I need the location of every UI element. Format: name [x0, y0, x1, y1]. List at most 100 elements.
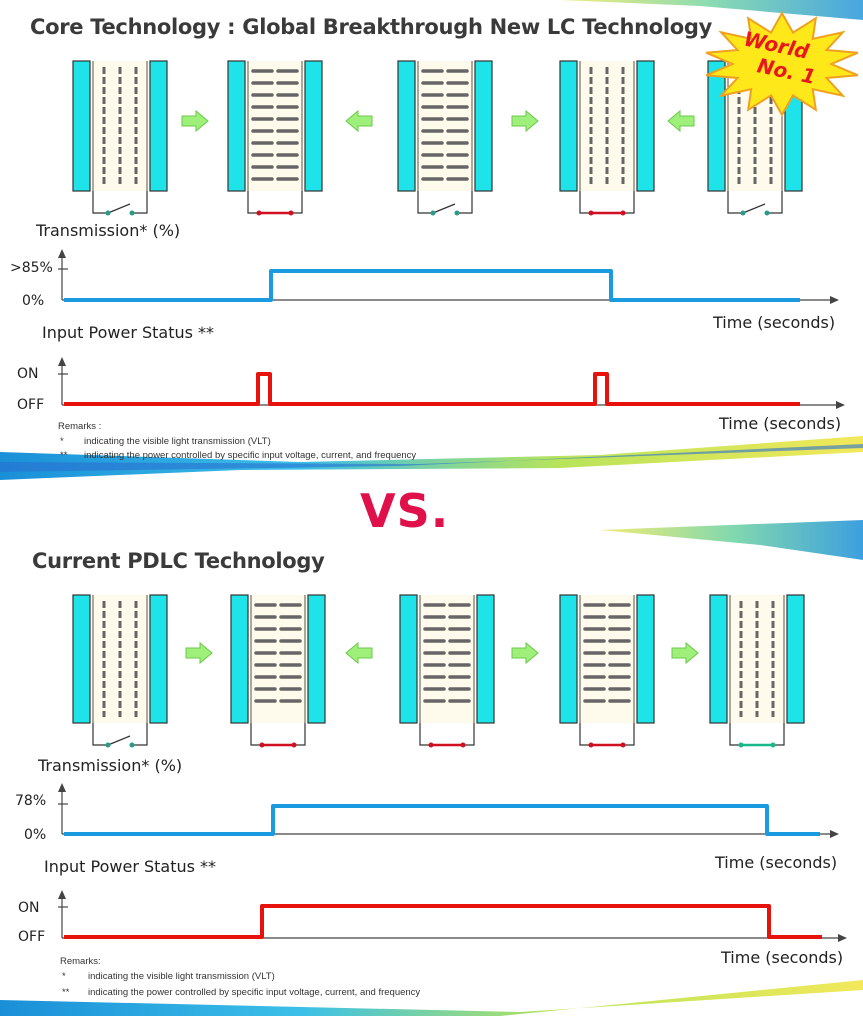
glass-left [559, 60, 578, 192]
switch-contact [291, 742, 297, 748]
decor-band-top-right [560, 0, 863, 20]
bottom-power-x-label: Time (seconds) [721, 948, 844, 967]
circuit-wire [250, 723, 306, 746]
arrow-shape [511, 641, 539, 665]
decor-band-middle [0, 436, 863, 480]
glass-left [399, 594, 418, 724]
switch-contact [620, 742, 626, 748]
timing-plots [58, 249, 847, 942]
top-power-x-label: Time (seconds) [719, 414, 842, 433]
circuit-wire [579, 723, 635, 746]
circuit [729, 723, 785, 748]
bottom-remark1-text: indicating the visible light transmissio… [88, 971, 275, 982]
switch-contact [105, 742, 111, 748]
switch-gap [106, 210, 134, 216]
top-remark2-text: indicating the power controlled by speci… [84, 450, 417, 461]
circuit-wire [579, 191, 635, 214]
bottom-remark2-text: indicating the power controlled by speci… [88, 987, 421, 998]
switch-contact [454, 210, 460, 216]
top-transmission-trace [64, 269, 800, 302]
glass-right [149, 594, 168, 724]
top-transmission-label: Transmission* (%) [36, 221, 181, 240]
switch-contact [460, 742, 466, 748]
circuit-wire [417, 191, 473, 214]
lc-cell [230, 594, 326, 748]
cell-gap [577, 595, 637, 723]
decor-band-mid-right [600, 520, 863, 560]
switch-contact [288, 210, 294, 216]
x-axis-arrow [836, 401, 845, 409]
switch-lever [107, 735, 131, 746]
lc-cell [397, 60, 493, 216]
circuit-wire [729, 723, 785, 746]
process-arrow [181, 109, 209, 133]
switch-contact [428, 742, 434, 748]
switch-contact [738, 742, 744, 748]
top-remarks-heading: Remarks : [58, 421, 102, 432]
bottom-transmission-low-tick: 0% [24, 827, 47, 843]
bottom-power-trace [64, 904, 822, 939]
lc-cell [559, 60, 655, 216]
arrow-shape [345, 109, 373, 133]
vs-heading: VS. [360, 484, 450, 538]
arrow-shape [185, 641, 213, 665]
glass-right [636, 594, 655, 724]
top-transmission-x-label: Time (seconds) [713, 313, 836, 332]
switch-gap [431, 210, 459, 216]
arrow-shape [667, 109, 695, 133]
circuit-wire [92, 723, 148, 746]
glass-right [636, 60, 655, 192]
circuit [417, 191, 473, 216]
process-arrow [345, 109, 373, 133]
lc-cell [72, 60, 168, 216]
arrow-shape [671, 641, 699, 665]
bottom-power-on-tick: ON [18, 900, 40, 916]
top-remark1-mark: * [60, 436, 64, 447]
bottom-transmission-label: Transmission* (%) [38, 756, 183, 775]
switch-contact [256, 210, 262, 216]
glass-right [786, 594, 805, 724]
switch-contact [620, 210, 626, 216]
circuit [250, 723, 306, 748]
top-remark2-mark: ** [60, 450, 68, 461]
glass-right [474, 60, 493, 192]
bottom-transmission-trace [64, 804, 820, 836]
y-axis-arrow [58, 357, 66, 366]
process-arrow [511, 641, 539, 665]
lc-cell-diagrams [72, 60, 805, 748]
x-axis-arrow [830, 830, 839, 838]
circuit [247, 191, 303, 216]
bottom-power-off-tick: OFF [18, 929, 46, 945]
bottom-transmission-x-label: Time (seconds) [715, 853, 838, 872]
glass-left [227, 60, 246, 192]
plot-axes [58, 890, 847, 942]
switch-contact [588, 742, 594, 748]
circuit [727, 191, 783, 216]
switch-contact [129, 210, 135, 216]
glass-right [149, 60, 168, 192]
top-transmission-low-tick: 0% [22, 293, 45, 309]
glass-left [72, 594, 91, 724]
plot-axes [58, 783, 839, 838]
switch-contact [588, 210, 594, 216]
x-axis-arrow [830, 296, 839, 304]
bottom-remark2-mark: ** [62, 987, 70, 998]
cell-gap [415, 61, 475, 191]
bottom-transmission-high-tick: 78% [15, 793, 47, 809]
circuit [419, 723, 475, 748]
glass-left [709, 594, 728, 724]
decor-band-bottom [0, 980, 863, 1016]
circuit [579, 723, 635, 748]
switch-gap [741, 210, 769, 216]
circuit [92, 723, 148, 748]
glass-left [72, 60, 91, 192]
top-power-on-tick: ON [17, 366, 39, 382]
circuit-wire [727, 191, 783, 214]
circuit-wire [419, 723, 475, 746]
arrow-shape [511, 109, 539, 133]
glass-right [307, 594, 326, 724]
glass-left [397, 60, 416, 192]
bottom-section-title: Current PDLC Technology [32, 549, 325, 573]
switch-contact [770, 742, 776, 748]
switch-contact [129, 742, 135, 748]
